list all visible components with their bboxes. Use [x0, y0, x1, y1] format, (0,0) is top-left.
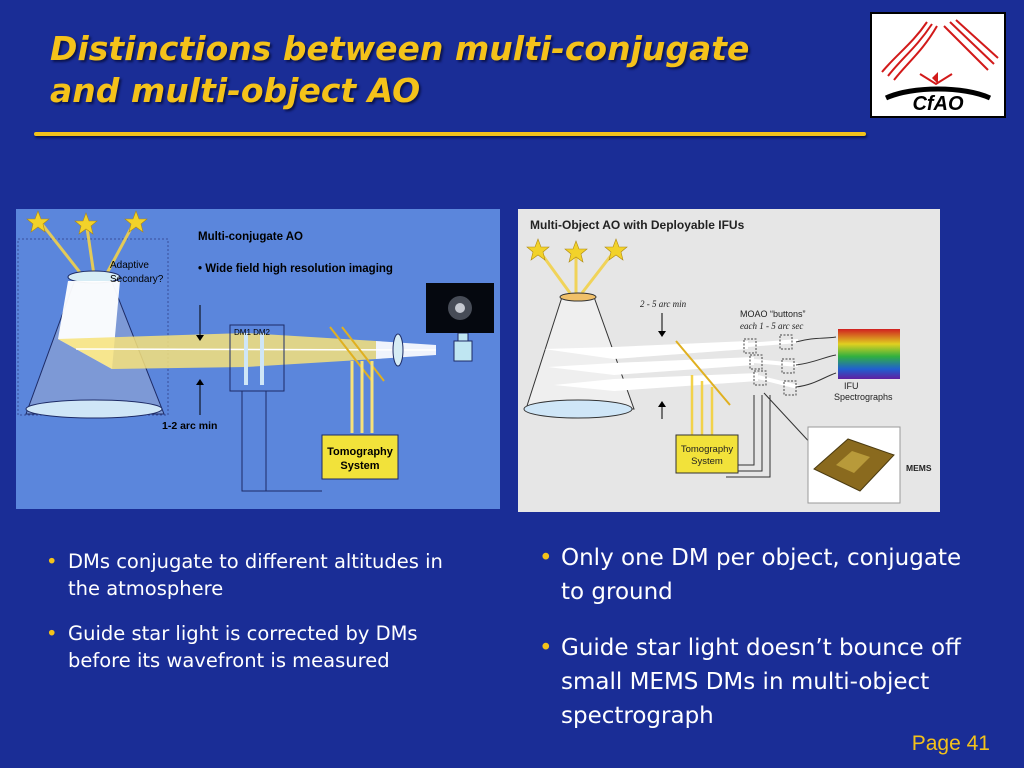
- slide-title-line-2: and multi-object AO: [50, 71, 421, 110]
- logo-arrow-icon: [932, 72, 938, 84]
- guide-star-icon: [74, 212, 98, 235]
- moao-tomography-label-2: System: [691, 456, 723, 467]
- yellow-beam: [58, 333, 376, 369]
- guide-star-icon: [124, 210, 148, 233]
- slide-title: Distinctions between multi-conjugate and…: [50, 28, 850, 112]
- mcao-bullet-list: DMs conjugate to different altitudes in …: [42, 548, 462, 692]
- object-beam-out-3: [757, 375, 799, 389]
- galaxy-core: [455, 303, 465, 313]
- object-beam-out-1: [747, 339, 799, 347]
- moao-button: [753, 370, 767, 386]
- fiber-3: [795, 372, 837, 388]
- arc-arrow-up-icon: [658, 401, 666, 407]
- moao-tomography-label-1: Tomography: [681, 444, 734, 455]
- mcao-bullet: Guide star light is corrected by DMs bef…: [42, 620, 462, 674]
- logo-arc: [884, 86, 992, 101]
- fiber-2: [795, 354, 837, 366]
- logo-beam-right-1: [949, 21, 995, 65]
- mcao-diagram: Multi-conjugate AO • Wide field high res…: [16, 209, 500, 509]
- beam-splitter-1: [329, 326, 373, 382]
- camera-mount: [457, 332, 469, 342]
- arc-min-label: 1-2 arc min: [162, 420, 217, 432]
- tomography-label-2: System: [340, 460, 379, 472]
- mems-pointer: [763, 392, 815, 448]
- camera-icon: [453, 340, 473, 362]
- moao-button: [779, 334, 793, 350]
- mcao-heading: Multi-conjugate AO: [198, 231, 303, 243]
- mcao-diagram-graphic: Multi-conjugate AO • Wide field high res…: [17, 210, 494, 492]
- primary-mirror: [25, 399, 163, 419]
- logo-beam-left-3: [893, 25, 938, 81]
- arc-arrow-down-icon: [196, 335, 204, 341]
- arc-arrow-up-icon: [196, 379, 204, 385]
- ifu-label-1: IFU: [844, 381, 859, 391]
- tomography-system-box: [675, 434, 739, 474]
- moao-buttons-label-2: each 1 - 5 arc sec: [740, 321, 803, 331]
- logo-beam-right-2: [955, 19, 999, 59]
- mcao-subheading: • Wide field high resolution imaging: [198, 263, 393, 275]
- moao-button: [783, 380, 797, 396]
- dm-labels: DM1 DM2: [234, 328, 271, 337]
- primary-mirror: [523, 399, 633, 419]
- object-beam-out-2: [753, 359, 799, 367]
- moao-buttons-label-1: MOAO “buttons”: [740, 309, 806, 319]
- mcao-bullet: DMs conjugate to different altitudes in …: [42, 548, 462, 602]
- lens: [392, 333, 404, 367]
- adaptive-secondary-label-2: Secondary?: [110, 274, 164, 285]
- object-beam-2: [548, 357, 754, 375]
- adaptive-secondary-label-1: Adaptive: [110, 260, 149, 271]
- logo-beam-left-1: [881, 21, 928, 73]
- logo-beam-left-2: [887, 23, 933, 77]
- moao-bullet-list: Only one DM per object, conjugate to gro…: [535, 541, 975, 755]
- object-beam-1: [544, 341, 748, 359]
- tomography-label-1: Tomography: [327, 446, 394, 458]
- control-wire-1: [241, 391, 322, 492]
- logo-mirror-reflection: [919, 73, 953, 86]
- beam-splitter: [675, 340, 731, 406]
- moao-heading: Multi-Object AO with Deployable IFUs: [530, 218, 745, 232]
- moao-arc-label: 2 - 5 arc min: [640, 299, 687, 309]
- moao-button: [781, 358, 795, 374]
- page-number: Page 41: [911, 732, 990, 755]
- moao-diagram-graphic: Multi-Object AO with Deployable IFUs: [523, 218, 932, 504]
- title-underline: [34, 132, 866, 136]
- mems-label: MEMS: [906, 463, 932, 473]
- mems-die: [836, 451, 870, 473]
- logo-text: CfAO: [912, 93, 964, 115]
- dm-box: [229, 324, 285, 392]
- logo-beam-right-3: [943, 25, 989, 71]
- control-wire-3: [726, 395, 771, 478]
- beam-splitter-2: [341, 326, 385, 382]
- guide-star-icon: [564, 240, 588, 263]
- cfao-logo: CfAO: [870, 12, 1006, 118]
- optical-axis: [75, 348, 437, 351]
- moao-diagram: Multi-Object AO with Deployable IFUs: [518, 209, 940, 512]
- slide-title-line-1: Distinctions between multi-conjugate: [50, 29, 750, 68]
- tomography-system-box: [321, 434, 399, 480]
- arc-arrow-down-icon: [658, 331, 666, 337]
- ifu-spectrum-image: [838, 329, 900, 379]
- guide-star-icon: [26, 210, 50, 233]
- fiber-1: [795, 336, 837, 343]
- moao-button: [743, 338, 757, 354]
- moao-button: [749, 354, 763, 370]
- moao-bullet: Only one DM per object, conjugate to gro…: [535, 541, 975, 609]
- moao-bullet: Guide star light doesn’t bounce off smal…: [535, 631, 975, 733]
- secondary-mirror: [559, 292, 597, 302]
- guide-star-icon: [604, 238, 628, 261]
- ifu-label-2: Spectrographs: [834, 392, 893, 402]
- guide-beam-1: [36, 218, 84, 276]
- cfao-logo-graphic: CfAO: [881, 19, 999, 115]
- guide-star-icon: [526, 238, 550, 261]
